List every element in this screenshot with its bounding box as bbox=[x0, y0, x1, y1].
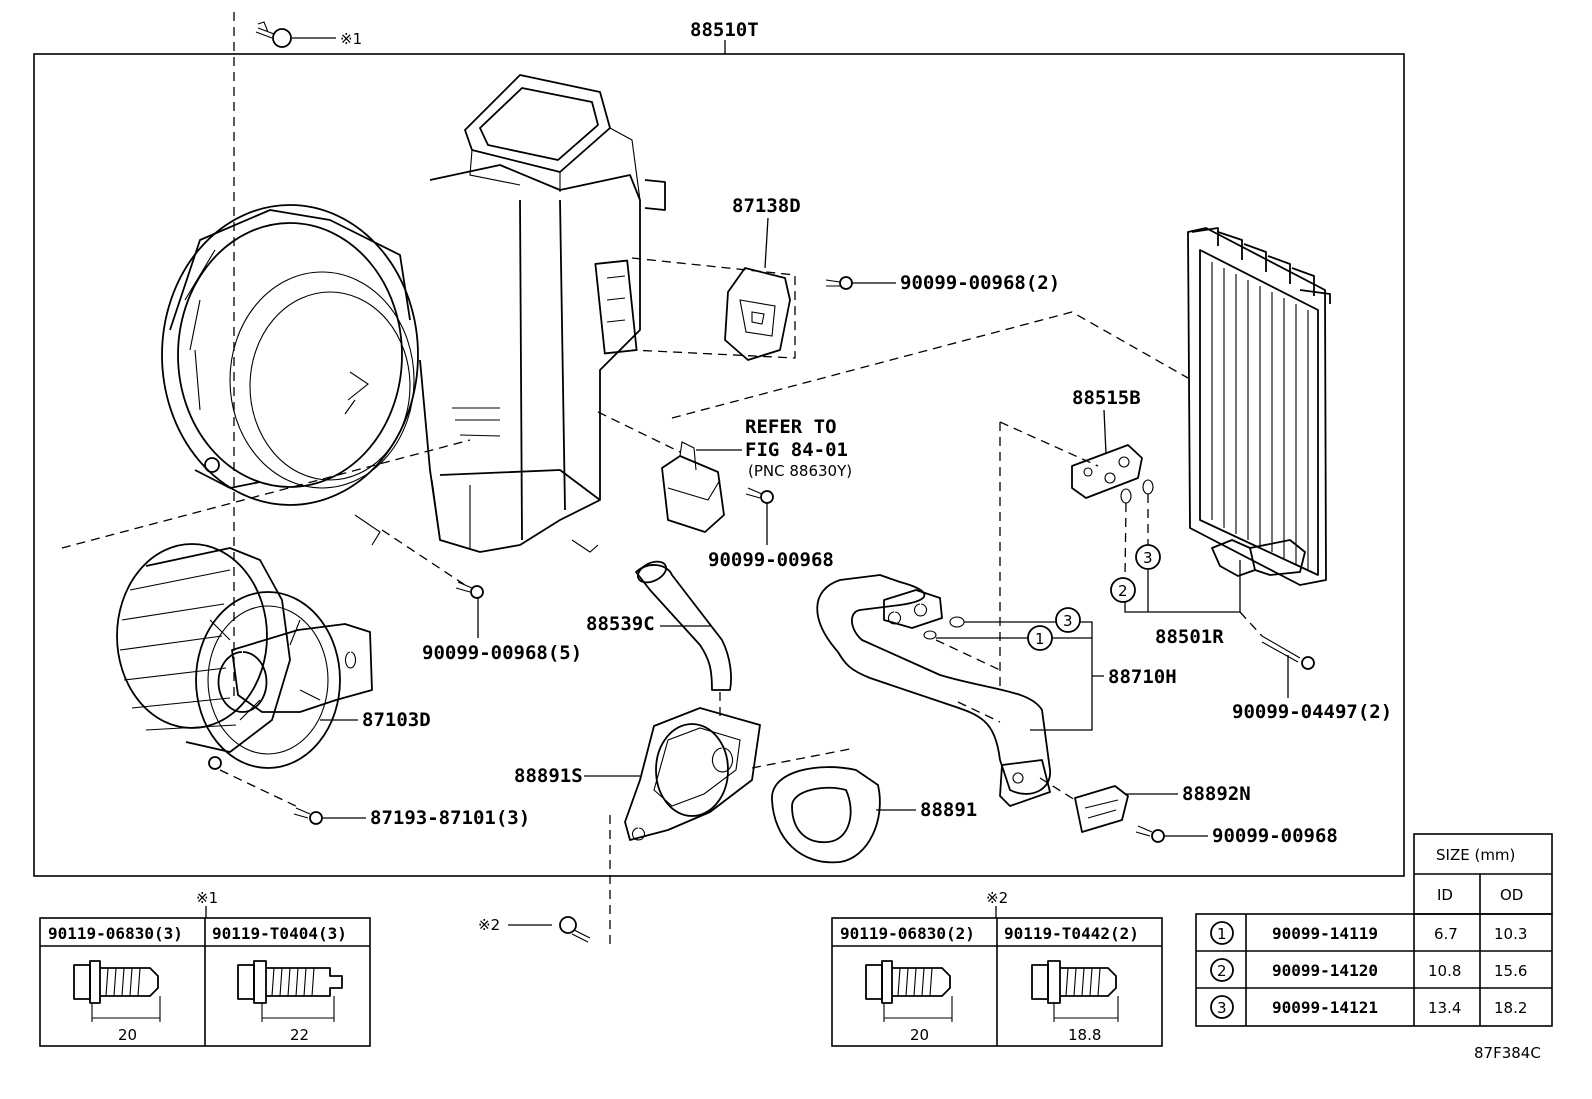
figure-code: 87F384C bbox=[1474, 1044, 1541, 1062]
label-87138d[interactable]: 87138D bbox=[732, 195, 801, 217]
oring-header-size: SIZE (mm) bbox=[1436, 846, 1515, 864]
bolt-table-2-len-0: 20 bbox=[910, 1026, 929, 1044]
part-88539c-drain-hose[interactable] bbox=[635, 558, 732, 691]
svg-text:1: 1 bbox=[1217, 925, 1227, 943]
screw-90099-00968-b[interactable] bbox=[1135, 825, 1208, 843]
bolt-table-2-len-1: 18.8 bbox=[1068, 1026, 1101, 1044]
bolt-table-2-part-0: 90119-06830(2) bbox=[840, 924, 975, 943]
svg-text:90099-14119: 90099-14119 bbox=[1272, 924, 1378, 943]
assembly-frame bbox=[33, 53, 1405, 877]
label-87193-87101-3[interactable]: 87193-87101(3) bbox=[370, 807, 530, 829]
svg-text:13.4: 13.4 bbox=[1428, 999, 1461, 1017]
refer-line-3: (PNC 88630Y) bbox=[748, 462, 852, 480]
refer-line-2: FIG 84-01 bbox=[745, 439, 848, 461]
oring-size-table: SIZE (mm) ID OD 1 90099-14119 6.7 10.3 2… bbox=[1195, 833, 1553, 1027]
mark-ref2-bottom: ※2 bbox=[478, 916, 500, 934]
svg-text:2: 2 bbox=[1118, 582, 1128, 600]
screw-87193-87101-3[interactable] bbox=[293, 807, 366, 825]
label-90099-00968-2[interactable]: 90099-00968(2) bbox=[900, 272, 1060, 294]
label-88539c[interactable]: 88539C bbox=[586, 613, 655, 635]
mark-ref2-table: ※2 bbox=[986, 889, 1008, 907]
screw-90099-00968-a[interactable] bbox=[745, 487, 774, 545]
svg-text:3: 3 bbox=[1063, 612, 1073, 630]
part-88892n-bracket[interactable] bbox=[1074, 785, 1129, 833]
screw-90099-00968-5[interactable] bbox=[455, 581, 484, 638]
screw-90099-00968-2[interactable] bbox=[825, 276, 896, 290]
svg-text:15.6: 15.6 bbox=[1494, 962, 1527, 980]
part-88501r-evaporator[interactable] bbox=[1187, 227, 1331, 586]
svg-text:3: 3 bbox=[1217, 999, 1227, 1017]
circle-mark-3-pipe: 3 bbox=[1055, 607, 1081, 633]
oring-header-id: ID bbox=[1437, 886, 1453, 904]
oring-row-1: 1 90099-14119 6.7 10.3 bbox=[1210, 921, 1527, 945]
bolt-icon-1a bbox=[73, 960, 159, 1004]
label-88710h[interactable]: 88710H bbox=[1108, 666, 1177, 688]
bolt-icon-1b bbox=[237, 960, 343, 1004]
svg-text:10.3: 10.3 bbox=[1494, 925, 1527, 943]
refer-line-1: REFER TO bbox=[745, 416, 837, 438]
heater-blower-case[interactable] bbox=[161, 74, 666, 553]
mark-ref1-top: ※1 bbox=[340, 30, 362, 48]
label-90099-00968-a[interactable]: 90099-00968 bbox=[708, 549, 834, 571]
part-87138d-resistor[interactable] bbox=[724, 267, 791, 361]
svg-text:1: 1 bbox=[1035, 630, 1045, 648]
part-88891s-bracket[interactable] bbox=[624, 707, 761, 841]
svg-text:18.2: 18.2 bbox=[1494, 999, 1527, 1017]
circle-mark-2-evap: 2 bbox=[1110, 577, 1136, 603]
svg-text:90099-14120: 90099-14120 bbox=[1272, 961, 1378, 980]
mark-ref1-table: ※1 bbox=[196, 889, 218, 907]
bolt-table-1-part-1: 90119-T0404(3) bbox=[212, 924, 347, 943]
screw-ref2-bottom[interactable] bbox=[508, 916, 591, 943]
bolt-90099-04497-2[interactable] bbox=[1261, 635, 1315, 698]
screw-ref1-top[interactable] bbox=[255, 21, 336, 48]
part-88891-seal[interactable] bbox=[771, 766, 881, 864]
oring-row-3: 3 90099-14121 13.4 18.2 bbox=[1210, 995, 1527, 1019]
bolt-table-1-part-0: 90119-06830(3) bbox=[48, 924, 183, 943]
oring-header-od: OD bbox=[1500, 886, 1523, 904]
svg-text:6.7: 6.7 bbox=[1434, 925, 1458, 943]
part-88515b-expansion-valve[interactable] bbox=[1071, 444, 1143, 499]
label-88892n[interactable]: 88892N bbox=[1182, 783, 1251, 805]
circle-mark-3-evap: 3 bbox=[1135, 544, 1161, 570]
part-88710h-pipe[interactable] bbox=[816, 574, 1051, 807]
label-87103d[interactable]: 87103D bbox=[362, 709, 431, 731]
part-refer-88630y[interactable] bbox=[661, 441, 725, 533]
label-90099-00968-5[interactable]: 90099-00968(5) bbox=[422, 642, 582, 664]
bolt-icon-2a bbox=[865, 960, 951, 1004]
bolt-icon-2b bbox=[1031, 960, 1117, 1004]
bolt-table-1-len-0: 20 bbox=[118, 1026, 137, 1044]
oring-row-2: 2 90099-14120 10.8 15.6 bbox=[1210, 958, 1527, 982]
bolt-table-1: 90119-06830(3) 90119-T0404(3) 20 22 bbox=[39, 917, 371, 1047]
bolt-table-2: 90119-06830(2) 90119-T0442(2) 20 18.8 bbox=[831, 917, 1163, 1047]
svg-text:3: 3 bbox=[1143, 549, 1153, 567]
svg-text:10.8: 10.8 bbox=[1428, 962, 1461, 980]
label-88510t[interactable]: 88510T bbox=[690, 19, 759, 41]
svg-text:2: 2 bbox=[1217, 962, 1227, 980]
bolt-table-1-len-1: 22 bbox=[290, 1026, 309, 1044]
svg-text:90099-14121: 90099-14121 bbox=[1272, 998, 1378, 1017]
label-88501r[interactable]: 88501R bbox=[1155, 626, 1224, 648]
label-90099-00968-b[interactable]: 90099-00968 bbox=[1212, 825, 1338, 847]
circle-mark-1-pipe: 1 bbox=[1027, 625, 1053, 651]
label-88891s[interactable]: 88891S bbox=[514, 765, 583, 787]
label-88891[interactable]: 88891 bbox=[920, 799, 977, 821]
label-88515b[interactable]: 88515B bbox=[1072, 387, 1141, 409]
label-90099-04497-2[interactable]: 90099-04497(2) bbox=[1232, 701, 1392, 723]
bolt-table-2-part-1: 90119-T0442(2) bbox=[1004, 924, 1139, 943]
part-87103d-blower-motor[interactable] bbox=[116, 543, 373, 770]
